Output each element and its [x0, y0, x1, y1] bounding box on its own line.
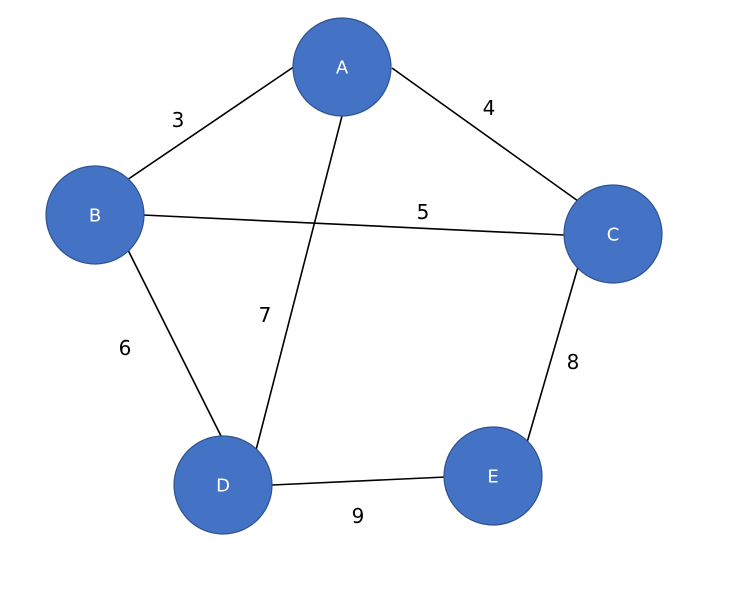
edge-d-e — [271, 476, 447, 486]
edge-label-b-d: 6 — [119, 336, 132, 360]
node-c-circle — [563, 184, 663, 284]
node-b-circle — [45, 165, 145, 265]
node-d: D — [173, 435, 273, 535]
node-a-label: A — [336, 58, 349, 79]
node-a-circle — [292, 17, 392, 117]
edge-label-c-e: 8 — [567, 350, 580, 374]
edge-a-c — [391, 67, 579, 202]
node-c-label: C — [607, 225, 620, 246]
node-e-circle — [443, 426, 543, 526]
edges — [126, 65, 579, 486]
edge-a-d — [254, 115, 343, 455]
node-e-label: E — [487, 467, 498, 488]
edge-b-c — [142, 214, 565, 236]
node-d-label: D — [216, 476, 230, 497]
node-b: B — [45, 165, 145, 265]
node-b-label: B — [89, 206, 101, 227]
edge-label-d-e: 9 — [352, 504, 365, 528]
edge-label-b-c: 5 — [417, 200, 430, 224]
edge-label-a-c: 4 — [483, 96, 496, 120]
node-c: C — [563, 184, 663, 284]
edge-labels: 3 4 5 6 7 8 9 — [119, 96, 580, 528]
edge-label-a-d: 7 — [259, 303, 272, 327]
node-a: A — [292, 17, 392, 117]
edge-c-e — [525, 266, 579, 447]
edge-a-b — [126, 65, 296, 181]
nodes: A B C D E — [45, 17, 663, 535]
edge-label-a-b: 3 — [172, 108, 185, 132]
node-d-circle — [173, 435, 273, 535]
node-e: E — [443, 426, 543, 526]
edge-b-d — [127, 249, 223, 439]
